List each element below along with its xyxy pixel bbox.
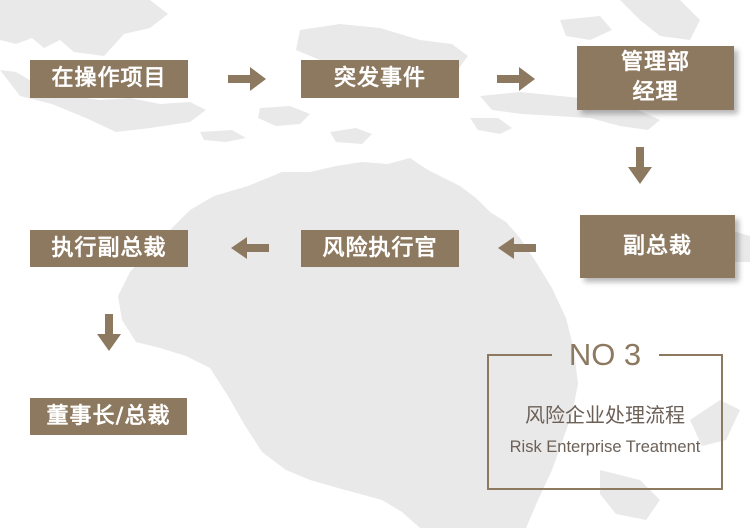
arrow-right-icon: [497, 67, 535, 91]
frame-title-cn: 风险企业处理流程: [525, 403, 685, 427]
title-frame: NO 3 风险企业处理流程 Risk Enterprise Treatment: [487, 338, 723, 490]
flow-step-operating-project: 在操作项目: [30, 60, 188, 98]
flow-step-department-manager: 管理部 经理: [577, 46, 734, 110]
flow-step-vice-president: 副总裁: [580, 215, 735, 278]
arrow-right-icon: [228, 67, 266, 91]
flow-step-executive-vp: 执行副总裁: [30, 230, 188, 267]
frame-title-en: Risk Enterprise Treatment: [509, 438, 701, 456]
arrow-down-icon: [97, 314, 121, 351]
arrow-left-icon: [498, 237, 536, 259]
arrow-left-icon: [231, 237, 269, 259]
arrow-down-icon: [628, 147, 652, 184]
frame-number: NO 3: [568, 337, 642, 372]
flow-step-risk-officer: 风险执行官: [301, 230, 459, 267]
flow-step-chairman-president: 董事长/总裁: [30, 398, 187, 435]
flow-step-emergency: 突发事件: [301, 60, 459, 98]
frame-border: [487, 354, 723, 490]
